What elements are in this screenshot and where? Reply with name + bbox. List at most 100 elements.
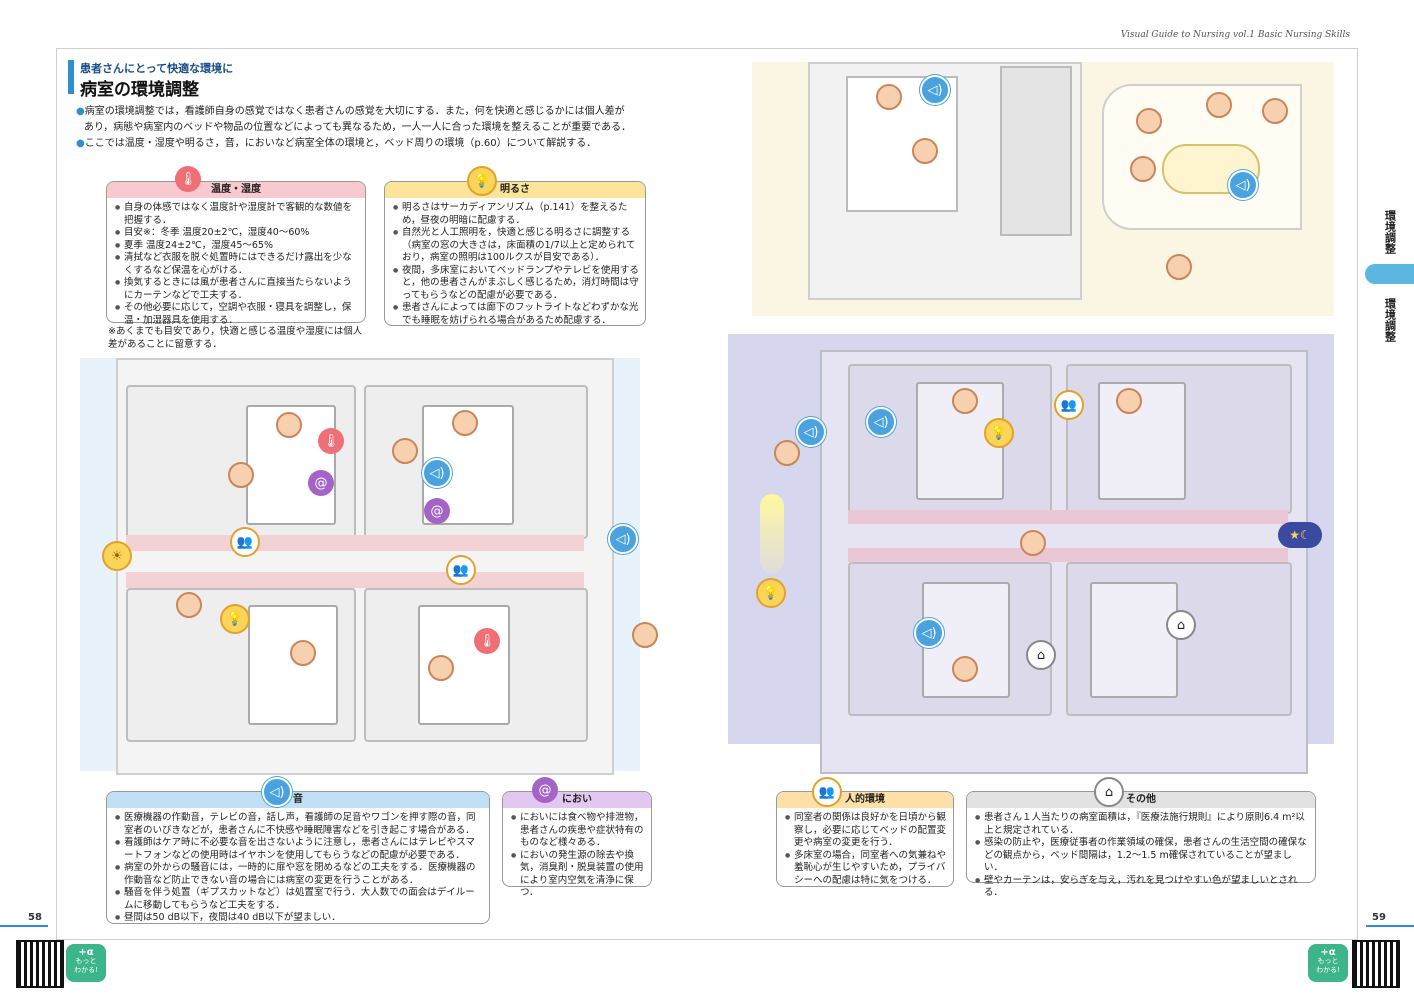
list-item: その他必要に応じて，空調や衣服・寝具を調整し，保温・加湿器具を使用する． [115, 302, 359, 327]
people-icon: 👥 [1054, 390, 1084, 420]
side-tab-current[interactable]: 環境調整 [1383, 298, 1397, 342]
plus-alpha-sub: もっと [1317, 957, 1339, 965]
speaker-icon: ◁) [866, 407, 896, 437]
flashlight-beam [760, 494, 784, 574]
patient-figure [876, 84, 902, 110]
page-subtitle: 患者さんにとって快適な環境に [80, 62, 234, 75]
list-item: においの発生源の除去や換気，消臭剤・脱臭装置の使用により室内空気を清浄に保つ． [511, 850, 645, 900]
sun-icon: ☀ [102, 541, 132, 571]
temperature-box: 温度・湿度 自身の体感ではなく温度計や湿度計で客観的な数値を把握する． 目安※：… [106, 181, 366, 326]
brightness-list: 明るさはサーカディアンリズム（p.141）を整えるため，昼夜の明暗に配慮する． … [393, 202, 639, 327]
bed [1090, 582, 1178, 698]
qr-code-right[interactable] [1352, 940, 1400, 988]
plus-alpha-label: +α [78, 947, 94, 958]
nurse-figure [428, 655, 454, 681]
list-item: 感染の防止や，医療従事者の作業領域の確保，患者さんの生活空間の確保などの観点から… [975, 837, 1309, 875]
list-item: 多床室の場合，同室者への気兼ねや羞恥心が生じやすいため，プライバシーへの配慮は特… [785, 850, 947, 888]
smell-swirl-icon: @ [424, 498, 450, 524]
lamp-icon: 💡 [467, 166, 497, 196]
temperature-note: ※あくまでも目安であり，快適と感じる温度や湿度には個人差があることに留意する． [108, 326, 363, 350]
sound-list: 医療機器の作動音，テレビの音，話し声，看護師の足音やワゴンを押す際の音，同室者の… [115, 812, 483, 925]
brightness-heading: 明るさ [385, 182, 645, 198]
side-tab-marker [1365, 264, 1414, 284]
smell-box: におい においには食べ物や排泄物，患者さんの疾患や症状特有のものなど様々ある． … [502, 791, 652, 898]
list-item: 目安※：冬季 温度20±2℃，湿度40〜60% [115, 227, 359, 240]
patient-figure [452, 410, 478, 436]
other-box: その他 患者さん１人当たりの病室面積は，『医療法施行規則』により原則6.4 m²… [966, 791, 1316, 898]
bed-gap-icon: ⌂ [1094, 777, 1124, 807]
speaker-icon: ◁) [796, 417, 826, 447]
plus-alpha-sub: わかる! [1316, 966, 1340, 974]
smell-list: においには食べ物や排泄物，患者さんの疾患や症状特有のものなど様々ある． においの… [511, 812, 645, 900]
thermometer-icon: 🌡 [318, 428, 344, 454]
list-item: 自身の体感ではなく温度計や湿度計で客観的な数値を把握する． [115, 202, 359, 227]
list-item: 自然光と人工照明を，快適と感じる明るさに調整する（病室の窓の大きさは，床面積の1… [393, 227, 639, 265]
page-number-underline [0, 925, 48, 927]
human-environment-box: 人的環境 同室者の関係は良好かを日頃から観察し，必要に応じてベッドの配置変更や病… [776, 791, 954, 887]
lamp-icon: 💡 [984, 418, 1014, 448]
side-tab-section[interactable]: 環境調整 [1383, 210, 1397, 254]
smell-heading: におい [503, 792, 651, 808]
page-number-right: 59 [1372, 912, 1386, 923]
nurse-figure [392, 438, 418, 464]
nurse-figure [228, 462, 254, 488]
patient-figure [952, 656, 978, 682]
temperature-list: 自身の体感ではなく温度計や湿度計で客観的な数値を把握する． 目安※：冬季 温度2… [115, 202, 359, 327]
bed-gap-icon: ⌂ [1166, 610, 1196, 640]
list-item: 病室の外からの騒音には，一時的に扉や窓を閉めるなどの工夫をする．医療機器の作動音… [115, 862, 483, 887]
sound-box: 音 医療機器の作動音，テレビの音，話し声，看護師の足音やワゴンを押す際の音，同室… [106, 791, 490, 924]
curtain [848, 548, 1288, 562]
people-icon: 👥 [230, 527, 260, 557]
plus-alpha-button-right[interactable]: +α もっと わかる! [1308, 944, 1348, 982]
patient-figure [290, 640, 316, 666]
plus-alpha-sub: わかる! [74, 966, 98, 974]
smell-swirl-icon: @ [308, 470, 334, 496]
list-item: 換気するときには風が患者さんに直接当たらないようにカーテンなどで工夫する． [115, 277, 359, 302]
visitor-figure [1130, 156, 1156, 182]
other-heading: その他 [967, 792, 1315, 808]
page-number-left: 58 [28, 912, 42, 923]
list-item: 同室者の関係は良好かを日頃から観察し，必要に応じてベッドの配置変更や病室の変更を… [785, 812, 947, 850]
page-title: 病室の環境調整 [80, 80, 199, 100]
list-item: 看護師はケア時に不必要な音を出さないように注意し，患者さんにはテレビやスマートフ… [115, 837, 483, 862]
plus-alpha-sub: もっと [75, 957, 97, 965]
plus-alpha-button-left[interactable]: +α もっと わかる! [66, 944, 106, 982]
list-item: においには食べ物や排泄物，患者さんの疾患や症状特有のものなど様々ある． [511, 812, 645, 850]
list-item: 医療機器の作動音，テレビの音，話し声，看護師の足音やワゴンを押す際の音，同室者の… [115, 812, 483, 837]
other-list: 患者さん１人当たりの病室面積は，『医療法施行規則』により原則6.4 m²以上と規… [975, 812, 1309, 900]
nurse-figure [1020, 530, 1046, 556]
qr-code-left[interactable] [16, 940, 64, 988]
list-item: 夏季 温度24±2℃，湿度45〜65% [115, 240, 359, 253]
cabinet [1000, 66, 1072, 236]
nurse-figure [912, 138, 938, 164]
lamp-icon: 💡 [756, 578, 786, 608]
intro-line-2: あり，病態や病室内のベッドや物品の位置などによっても異なるため，一人一人に合った… [84, 122, 632, 133]
patient-figure [276, 412, 302, 438]
curtain [848, 510, 1288, 524]
speaker-icon: ◁) [920, 75, 950, 105]
page-number-underline [1366, 925, 1414, 927]
curtain [126, 572, 584, 588]
human-heading: 人的環境 [777, 792, 953, 808]
people-icon: 👥 [812, 777, 842, 807]
nurse-figure [176, 592, 202, 618]
thermometer-icon: 🌡 [175, 166, 201, 192]
nurse-figure [632, 622, 658, 648]
patient-figure [1166, 254, 1192, 280]
smell-swirl-icon: @ [532, 777, 558, 803]
patient-figure [1206, 92, 1232, 118]
sound-heading: 音 [107, 792, 489, 808]
speaker-icon: ◁) [608, 524, 638, 554]
speaker-icon: ◁) [1228, 170, 1258, 200]
page-frame [56, 48, 1358, 940]
list-item: 明るさはサーカディアンリズム（p.141）を整えるため，昼夜の明暗に配慮する． [393, 202, 639, 227]
speaker-icon: ◁) [262, 777, 292, 807]
lamp-icon: 💡 [220, 604, 250, 634]
list-item: 騒音を伴う処置（ギプスカットなど）は処置室で行う．大人数での面会はデイルームに移… [115, 887, 483, 912]
intro-line-3: ●ここでは温度・湿度や明るさ，音，においなど病室全体の環境と，ベッド周りの環境（… [76, 138, 597, 149]
list-item: 夜間，多床室においてベッドランプやテレビを使用すると，他の患者さんがまぶしく感じ… [393, 265, 639, 303]
list-item: 昼間は50 dB以下，夜間は40 dB以下が望ましい． [115, 912, 483, 925]
curtain [126, 535, 584, 551]
list-item: 清拭など衣服を脱ぐ処置時にはできるだけ露出を少なくするなど保温を心がける． [115, 252, 359, 277]
intro-line-1: ●病室の環境調整では，看護師自身の感覚ではなく患者さんの感覚を大切にする．また，… [76, 106, 625, 117]
